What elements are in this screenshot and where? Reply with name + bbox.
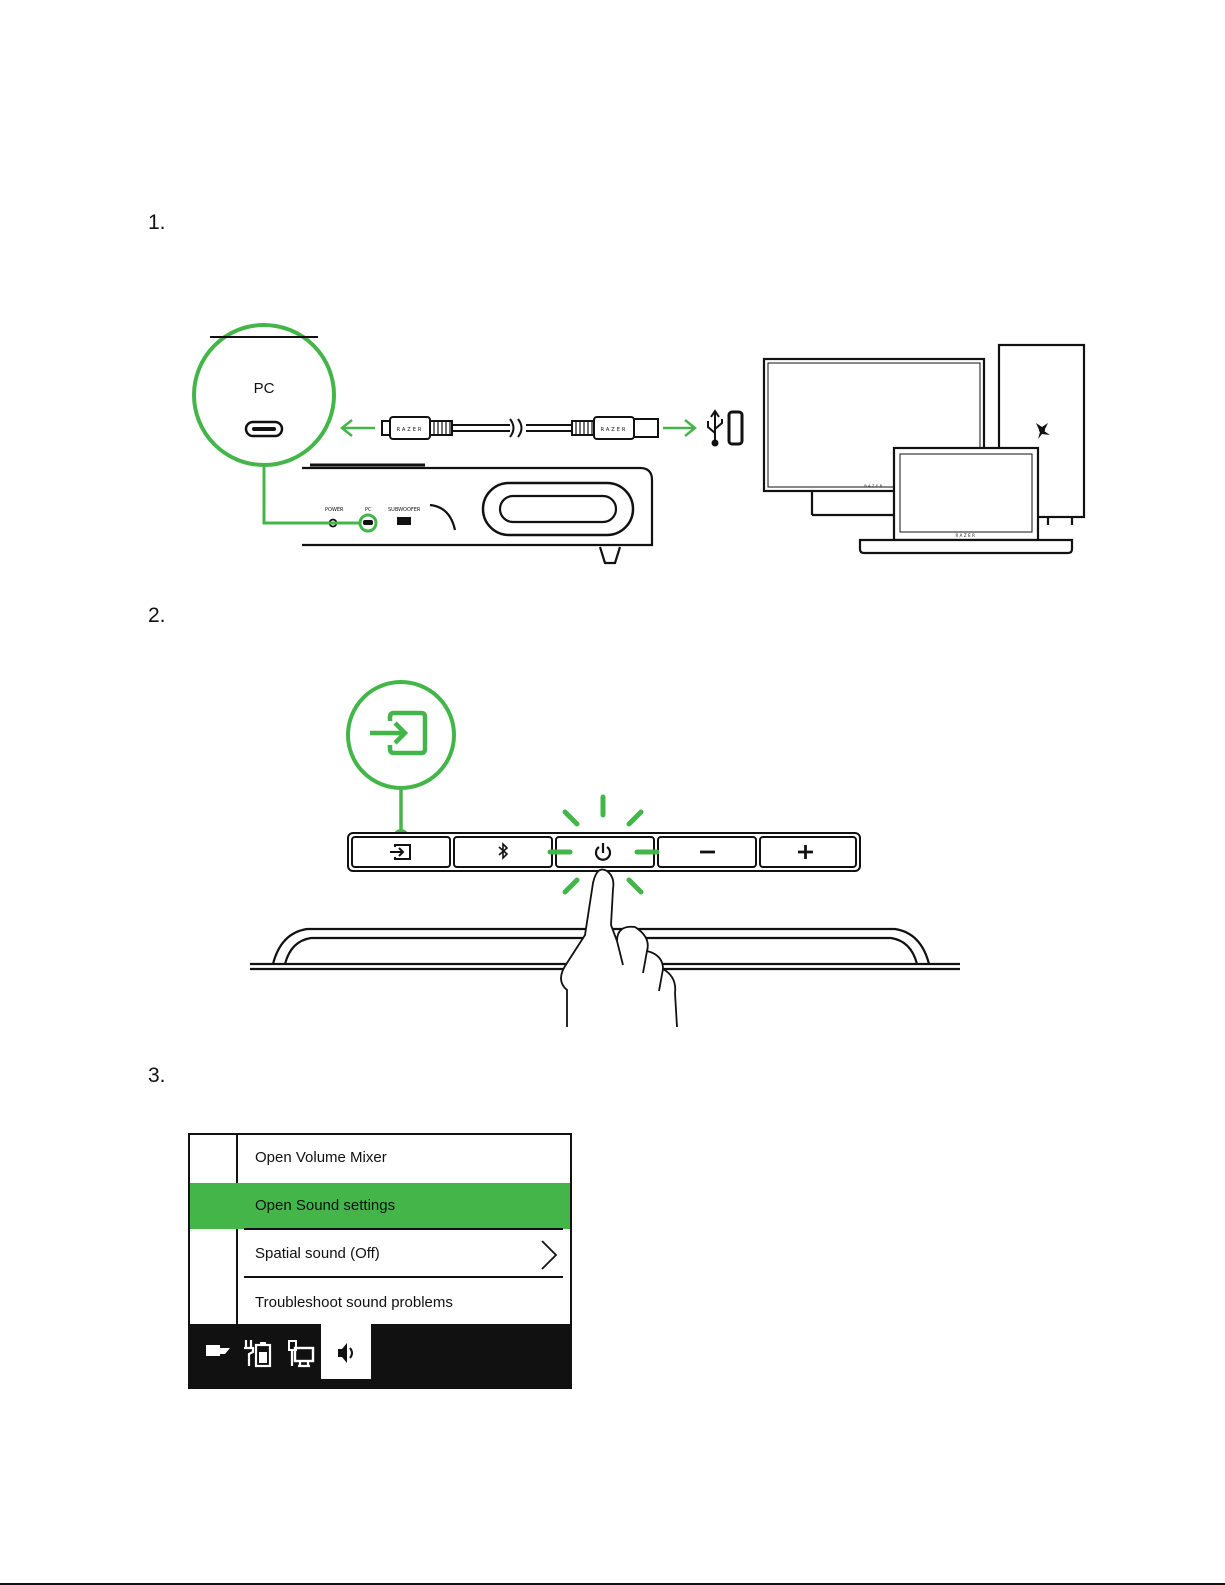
razer-logo [1036,423,1050,439]
figure-usb-connection: POWER PC SUBWOOFER PC RAZER RAZER [180,315,1100,575]
rear-label-pc: PC [365,507,372,513]
speaker-grill [483,483,633,535]
menu-item-troubleshoot-sound[interactable]: Troubleshoot sound problems [190,1280,570,1326]
speaker-body [302,468,652,545]
menu-item-open-volume-mixer[interactable]: Open Volume Mixer [190,1135,570,1181]
monitor-brand: RAZER [864,484,883,488]
menu-item-label: Open Sound settings [255,1183,395,1229]
step-number-2: 2. [148,604,166,628]
menu-separator [244,1228,563,1230]
menu-separator [244,1276,563,1278]
taskbar [190,1324,570,1387]
callout-leader [264,465,360,523]
cable-brand-right: RAZER [601,427,628,433]
menu-item-label: Open Volume Mixer [255,1135,387,1181]
flag-icon[interactable] [204,1342,232,1364]
arrow-to-speaker [342,420,375,436]
usb-icon [708,411,722,446]
battery-icon[interactable] [242,1338,272,1368]
menu-item-open-sound-settings[interactable]: Open Sound settings [190,1183,570,1229]
usb-a-port-icon [729,412,742,444]
menu-item-label: Spatial sound (Off) [255,1231,380,1277]
subwoofer-port [397,517,411,525]
pc-port [363,520,373,525]
laptop-brand: RAZER [956,533,977,538]
speaker-foot [600,547,620,563]
sound-context-menu: Open Volume Mixer Open Sound settings Sp… [188,1133,572,1389]
rear-label-power: POWER [325,507,344,513]
arrow-to-pc [663,420,695,436]
hand-icon [561,870,677,1028]
cable-brand-left: RAZER [397,427,424,433]
speaker-icon[interactable] [335,1340,359,1366]
figure-input-button [245,675,970,1035]
menu-item-label: Troubleshoot sound problems [255,1280,453,1326]
rear-label-subwoofer: SUBWOOFER [388,507,421,513]
callout-port-label: PC [254,380,275,397]
step-number-1: 1. [148,211,166,235]
step-number-3: 3. [148,1064,166,1088]
network-icon[interactable] [286,1338,316,1368]
chevron-right-icon [540,1239,558,1271]
menu-item-spatial-sound[interactable]: Spatial sound (Off) [190,1231,570,1277]
